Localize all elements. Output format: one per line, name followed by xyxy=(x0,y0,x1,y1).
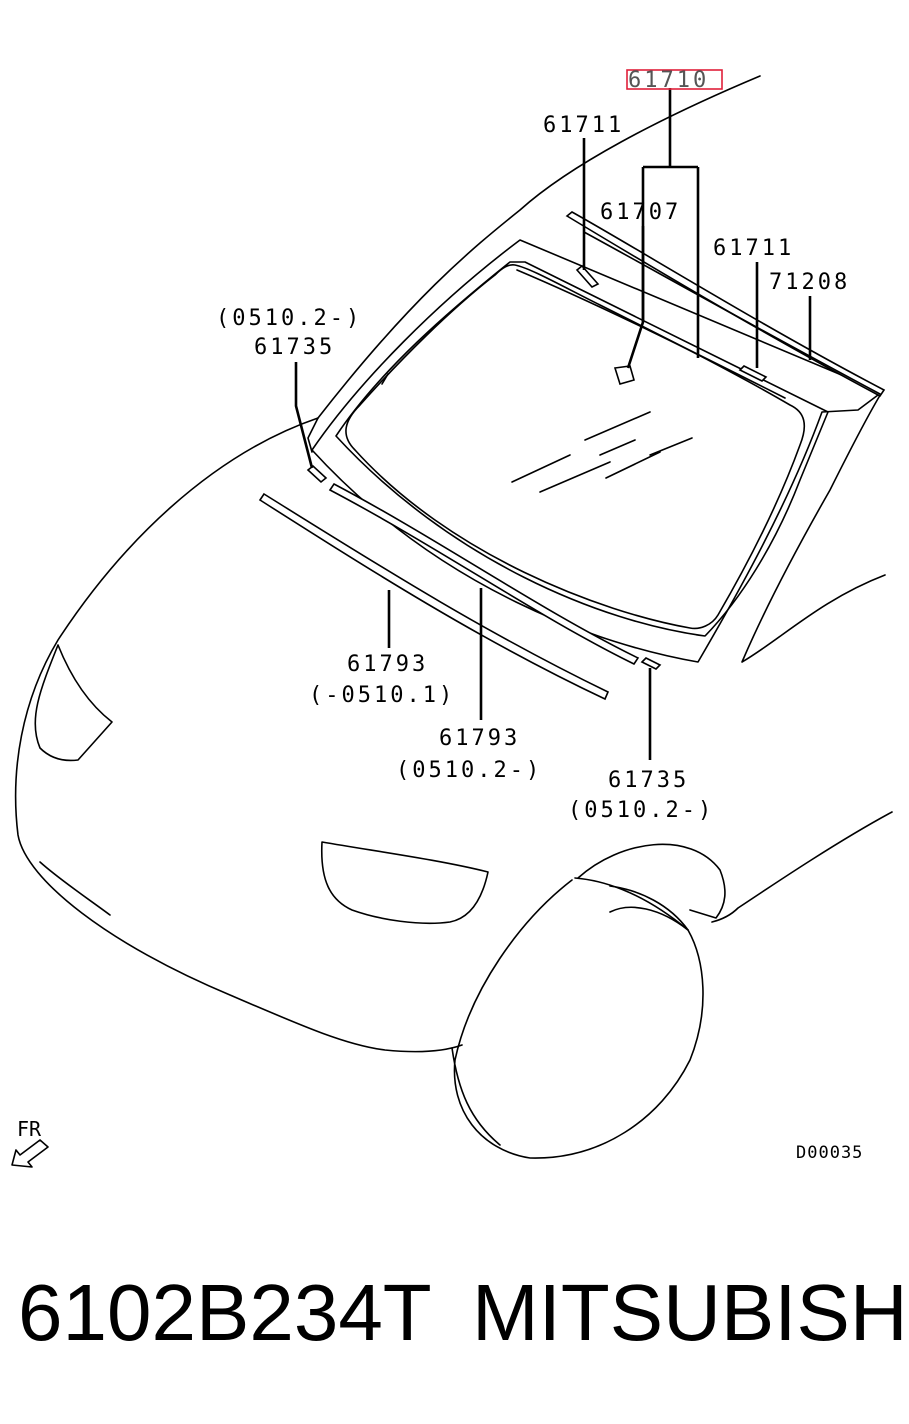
part-61793-lower-label: 61793 xyxy=(347,652,428,677)
part-61735-upper-left-label: 61735 xyxy=(254,335,335,360)
part-61711-right-label: 61711 xyxy=(713,236,794,261)
windshield-glass xyxy=(311,239,883,663)
leader-lines xyxy=(294,88,812,760)
caption: 6102B234T MITSUBISHI xyxy=(18,1268,909,1357)
date-0510-2-upper-left-label: (0510.2-) xyxy=(216,306,362,331)
caption-brand: MITSUBISHI xyxy=(472,1268,909,1357)
date-0510-1-label: (-0510.1) xyxy=(309,683,455,708)
part-61710-highlight-box xyxy=(626,69,723,90)
caption-part-number: 6102B234T xyxy=(18,1268,432,1357)
part-61735-lower-right-label: 61735 xyxy=(608,768,689,793)
front-direction-indicator: FR xyxy=(11,1117,49,1168)
car-body-drawing xyxy=(14,75,893,1159)
drawing-id: D00035 xyxy=(796,1143,863,1163)
part-61707-label: 61707 xyxy=(600,200,681,225)
date-0510-2-lower-right-label: (0510.2-) xyxy=(568,798,714,823)
part-61711-left-label: 61711 xyxy=(543,113,624,138)
arrow-down-left-icon xyxy=(11,1139,49,1168)
date-0510-2-center-label: (0510.2-) xyxy=(396,758,542,783)
fr-label: FR xyxy=(17,1117,42,1141)
moldings xyxy=(258,211,886,701)
callout-labels: 61710 61711 61707 61711 71208 (0510.2-) … xyxy=(216,68,850,823)
part-71208-label: 71208 xyxy=(769,270,850,295)
part-61710-label: 61710 xyxy=(628,68,709,93)
part-61793-upper-label: 61793 xyxy=(439,726,520,751)
